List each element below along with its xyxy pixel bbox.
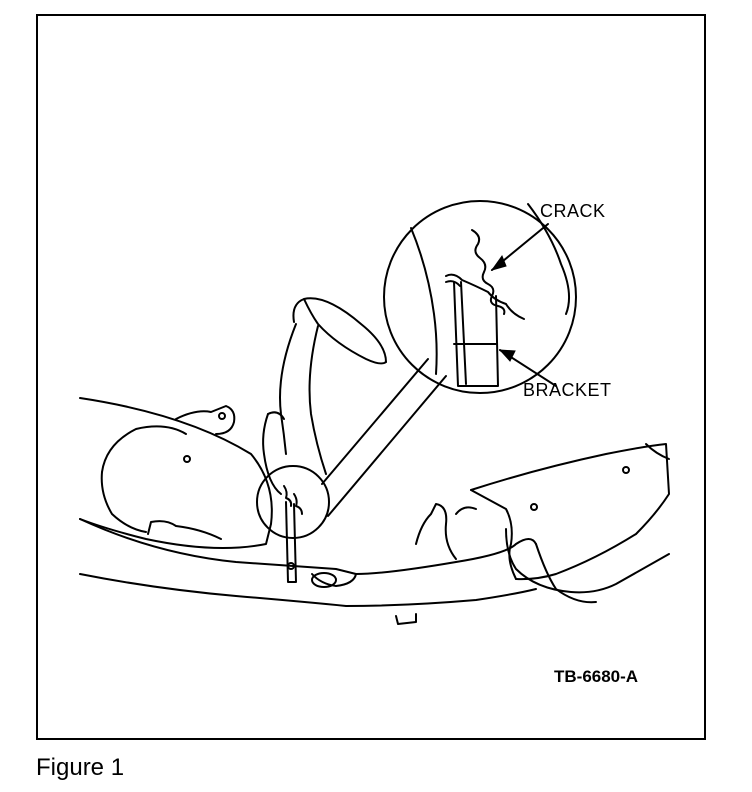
bracket-small — [283, 485, 303, 583]
frame-rail — [79, 518, 537, 625]
crack-callout-label: CRACK — [540, 201, 606, 221]
callout-arrows — [491, 223, 557, 387]
reference-code: TB-6680-A — [554, 667, 639, 686]
catalytic-converter — [79, 397, 273, 549]
leader-line-upper — [321, 358, 429, 485]
leader-line-lower — [327, 375, 447, 517]
bracket-arrowhead — [498, 349, 516, 362]
exhaust-pipe — [262, 297, 387, 495]
figure-caption: Figure 1 — [36, 754, 125, 781]
detail-circle-small — [256, 465, 330, 539]
crack-mark — [471, 229, 506, 315]
muffler — [415, 443, 670, 604]
exhaust-system-drawing — [79, 200, 670, 625]
figure-frame — [36, 14, 706, 740]
detail-circle-large — [383, 200, 577, 394]
bracket-callout-label: BRACKET — [523, 380, 612, 400]
crack-arrowhead — [490, 254, 507, 271]
detail-view — [410, 203, 571, 387]
